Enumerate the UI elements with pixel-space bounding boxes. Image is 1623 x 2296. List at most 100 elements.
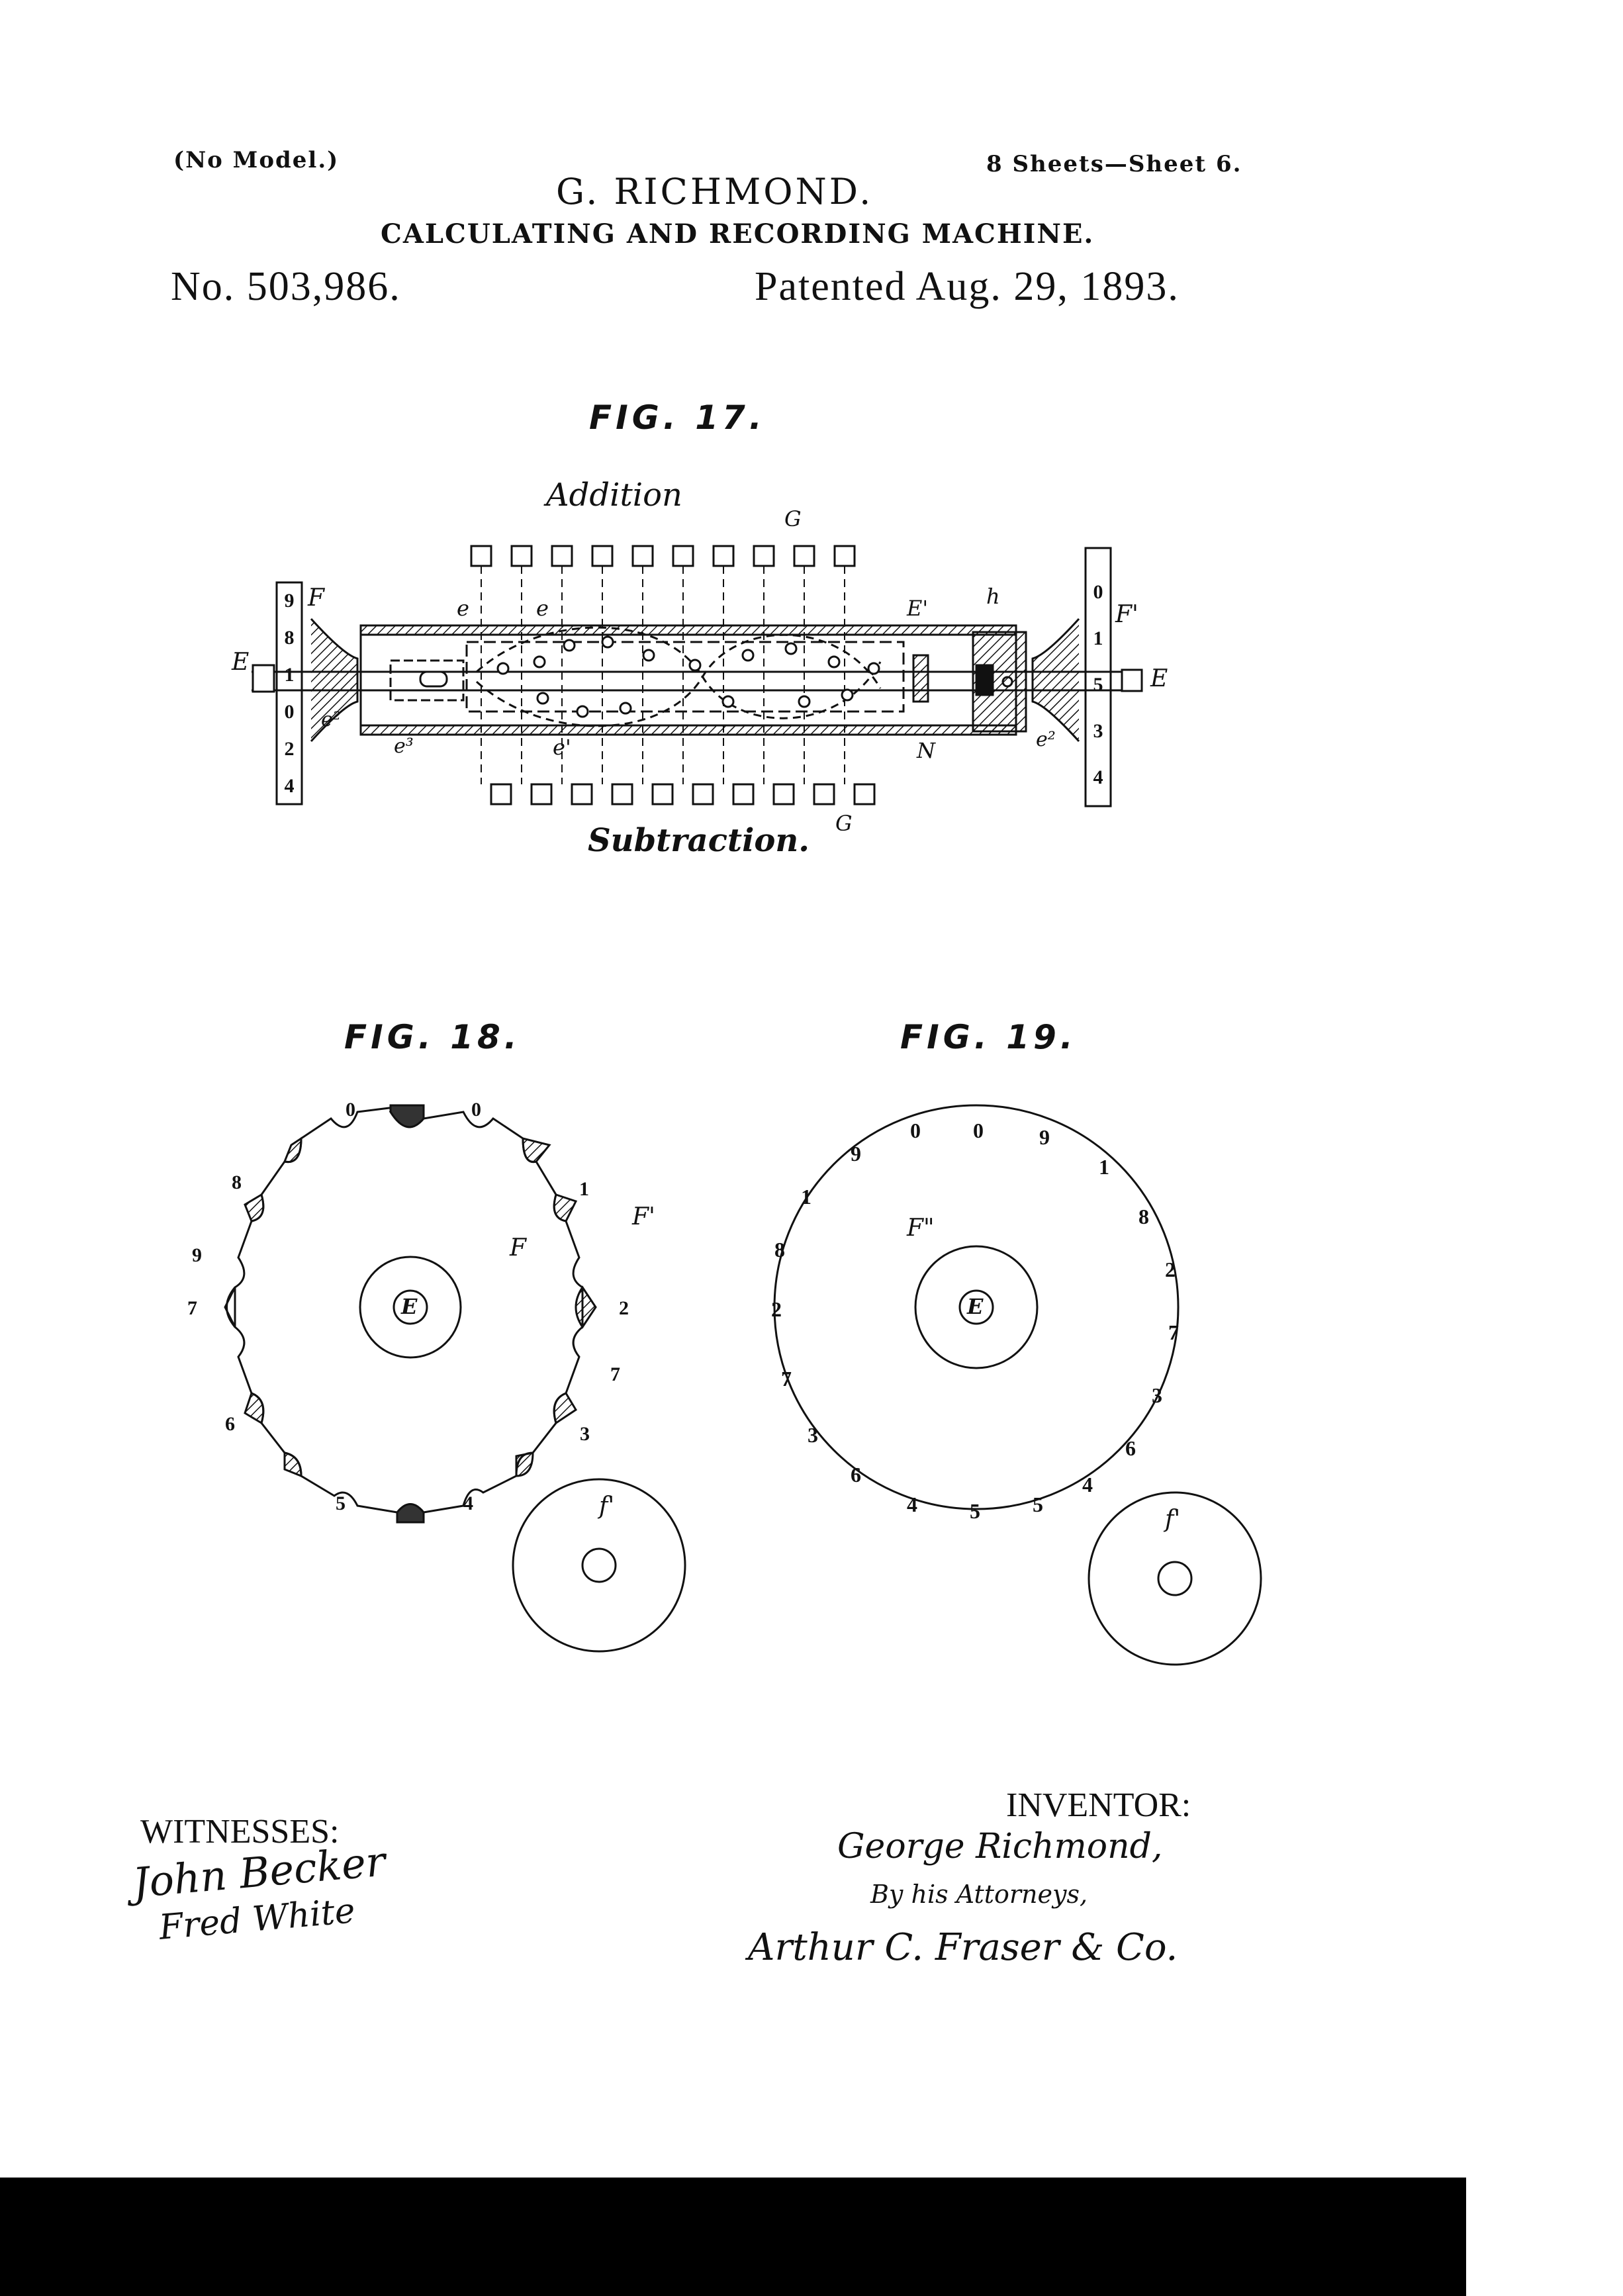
label-h: h bbox=[986, 584, 1000, 609]
fig18-digit: 7 bbox=[187, 1297, 197, 1319]
fig17-label-subtraction: Subtraction. bbox=[588, 822, 810, 859]
fig18-digit: 7 bbox=[610, 1363, 620, 1385]
label-e-a: e bbox=[457, 596, 469, 621]
fig19-digit: 6 bbox=[1125, 1436, 1136, 1460]
left-number-wheel bbox=[275, 581, 303, 805]
right-digit: 4 bbox=[1093, 766, 1103, 788]
inventor-signature: George Richmond, bbox=[837, 1827, 1163, 1866]
fig19-digit: 2 bbox=[1165, 1258, 1176, 1281]
fig18-digit: 8 bbox=[232, 1171, 242, 1193]
invention-title: CALCULATING AND RECORDING MACHINE. bbox=[381, 218, 1095, 250]
label-f-right: F' bbox=[1115, 601, 1138, 628]
fig19-follower-label: f' bbox=[1165, 1506, 1181, 1533]
left-digit: 4 bbox=[284, 775, 295, 797]
fig18-digit: 0 bbox=[346, 1099, 355, 1121]
fig18-digit: 5 bbox=[336, 1492, 346, 1514]
right-number-wheel bbox=[1084, 547, 1112, 807]
label-g-top: G bbox=[784, 506, 802, 531]
fig18-hub bbox=[393, 1289, 428, 1325]
right-digit: 5 bbox=[1093, 674, 1103, 696]
fig17-label-addition: Addition bbox=[546, 477, 682, 514]
fig18-digit: 4 bbox=[463, 1492, 473, 1514]
fig18-digit: 0 bbox=[471, 1099, 481, 1121]
right-wheel-digits: 0 1 5 3 4 bbox=[1091, 569, 1105, 801]
label-g-bottom: G bbox=[835, 811, 853, 836]
right-digit: 0 bbox=[1093, 581, 1103, 603]
fig18-wheel bbox=[224, 1104, 597, 1524]
fig18-digit: 9 bbox=[192, 1244, 202, 1266]
fig19-digit: 7 bbox=[1168, 1320, 1179, 1344]
inventor-label: INVENTOR: bbox=[1006, 1786, 1191, 1824]
label-e-right: E bbox=[1150, 665, 1168, 692]
fig19-digit: 1 bbox=[801, 1185, 812, 1209]
witnesses-label: WITNESSES: bbox=[140, 1813, 340, 1851]
fig19-digit: 5 bbox=[970, 1499, 980, 1523]
label-e-prime: E' bbox=[907, 596, 929, 621]
label-e-left: E bbox=[232, 649, 250, 676]
label-e2-right: e² bbox=[1036, 728, 1056, 751]
fig19-digit: 8 bbox=[774, 1238, 785, 1262]
fig19-digit: 8 bbox=[1138, 1205, 1149, 1228]
attorneys-note: By his Attorneys, bbox=[870, 1880, 1088, 1909]
fig19-digit: 1 bbox=[1099, 1155, 1109, 1179]
fig19-title: FIG. 19. bbox=[900, 1018, 1077, 1056]
cam-groove-b bbox=[475, 633, 882, 727]
label-e3: e³ bbox=[394, 735, 414, 758]
right-digit: 1 bbox=[1093, 627, 1103, 649]
fig19-digit: 3 bbox=[808, 1423, 818, 1447]
fig19-digit: 4 bbox=[907, 1492, 917, 1516]
fig19-digit: 0 bbox=[973, 1119, 984, 1142]
attorney-signature: Arthur C. Fraser & Co. bbox=[748, 1926, 1178, 1969]
label-n: N bbox=[917, 738, 935, 763]
fig19-hub-label: E bbox=[967, 1294, 984, 1319]
fig19-digit: 5 bbox=[1033, 1492, 1043, 1516]
patent-date: Patented Aug. 29, 1893. bbox=[755, 264, 1180, 309]
fig19-digit: 9 bbox=[851, 1142, 861, 1166]
fig18-digit: 6 bbox=[225, 1413, 235, 1435]
left-digit: 1 bbox=[284, 664, 295, 686]
fig18-digit: 1 bbox=[579, 1178, 589, 1200]
left-digit: 0 bbox=[284, 701, 295, 723]
fig18-digit: 2 bbox=[619, 1297, 629, 1319]
fig18-side-label: F' bbox=[632, 1203, 655, 1230]
drum-pins bbox=[496, 635, 880, 718]
sheet-count: 8 Sheets—Sheet 6. bbox=[986, 151, 1242, 177]
fig18-hub-label: E bbox=[401, 1294, 418, 1319]
fig19-follower bbox=[1088, 1491, 1262, 1666]
fig18-title: FIG. 18. bbox=[344, 1018, 521, 1056]
fig19-digit: 9 bbox=[1039, 1125, 1050, 1149]
fig19-digit: 3 bbox=[1152, 1383, 1162, 1407]
fig18-follower bbox=[512, 1478, 686, 1653]
model-note: (No Model.) bbox=[173, 147, 340, 173]
scan-border bbox=[0, 2178, 1466, 2296]
right-digit: 3 bbox=[1093, 720, 1103, 742]
fig18-digit: 3 bbox=[580, 1423, 590, 1445]
fig18-wheel-label: F bbox=[510, 1234, 526, 1262]
fig19-wheel bbox=[773, 1104, 1180, 1510]
label-e-b: e bbox=[536, 596, 549, 621]
fig19-hub bbox=[958, 1289, 994, 1325]
fig19-digit: 6 bbox=[851, 1463, 861, 1487]
label-e2-left: e² bbox=[321, 708, 341, 731]
left-digit: 2 bbox=[284, 738, 295, 760]
left-digit: 8 bbox=[284, 627, 295, 649]
label-e1: e' bbox=[553, 735, 571, 760]
left-digit: 9 bbox=[284, 590, 295, 612]
subtraction-keys bbox=[490, 783, 876, 805]
fig17-drawing bbox=[252, 545, 1143, 807]
left-wheel-digits: 9 8 1 0 2 4 bbox=[283, 582, 296, 805]
fig19-digit: 7 bbox=[781, 1367, 792, 1391]
fig19-digit: 2 bbox=[771, 1297, 782, 1321]
inventor-name: G. RICHMOND. bbox=[556, 171, 874, 212]
inner-drum bbox=[465, 641, 905, 713]
label-f-left: F bbox=[308, 584, 324, 612]
patent-number: No. 503,986. bbox=[171, 264, 401, 309]
fig18-follower-label: f' bbox=[599, 1492, 615, 1520]
fig19-digit: 0 bbox=[910, 1119, 921, 1142]
fig19-digit: 4 bbox=[1082, 1473, 1093, 1496]
fig19-wheel-label: F" bbox=[907, 1215, 935, 1242]
pinion-h bbox=[975, 664, 994, 696]
fig17-title: FIG. 17. bbox=[589, 398, 766, 437]
cam-groove-a bbox=[475, 626, 882, 719]
